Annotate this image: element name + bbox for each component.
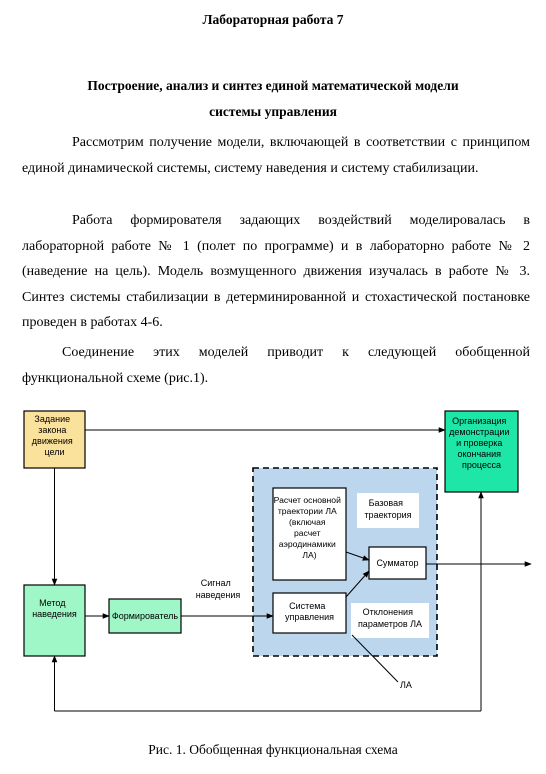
block-motion-law-label: Задание закона движения цели — [32, 409, 77, 457]
figure-caption: Рис. 1. Обобщенная функциональная схема — [148, 742, 398, 757]
label-base-trajectory: Базовая траектория — [364, 493, 411, 520]
paragraph-model: Рассмотрим получение модели, включающей … — [22, 130, 530, 181]
block-control-system — [272, 592, 347, 634]
label-guidance-signal: Сигнал наведения — [196, 573, 241, 600]
block-summator — [368, 546, 427, 580]
paragraph-works: Работа формирователя задающих воздействи… — [22, 208, 530, 336]
block-shaper-label: Формирователь — [112, 611, 179, 621]
label-deviation: Отклонения параметров ЛА — [358, 602, 422, 629]
label-deviation-box — [351, 603, 429, 638]
block-trajectory-calc — [272, 487, 347, 581]
block-control-system-label: Система управления — [285, 596, 334, 622]
la-pointer-line — [351, 634, 399, 683]
functional-diagram: Задание закона движения цели Метод навед… — [23, 409, 532, 712]
paragraph-text: Рассмотрим получение модели, включающей … — [22, 135, 530, 176]
paragraph-connection: Соединение этих моделей приводит к следу… — [22, 340, 530, 391]
block-guidance-method-label: Метод наведения — [32, 593, 77, 619]
arrow-calc-to-summator — [345, 551, 370, 561]
topic-title-line1: Построение, анализ и синтез единой матем… — [87, 78, 459, 93]
block-organization-label: Организация демонстрации и проверка окон… — [449, 411, 514, 470]
block-guidance-method — [23, 584, 86, 657]
paragraph-text: Работа формирователя задающих воздействи… — [22, 213, 530, 331]
label-la: ЛА — [400, 680, 412, 690]
topic-title-line2: системы управления — [209, 104, 337, 119]
block-motion-law — [23, 410, 86, 469]
paragraph-text: Соединение этих моделей приводит к следу… — [22, 345, 530, 386]
label-base-trajectory-box — [357, 493, 419, 528]
arrow-control-to-summator — [345, 570, 370, 598]
block-organization — [444, 410, 519, 493]
lab-title: Лабораторная работа 7 — [202, 12, 344, 27]
block-summator-label: Сумматор — [376, 558, 418, 568]
block-trajectory-calc-label: Расчет основной траектории ЛА (включая р… — [274, 490, 346, 560]
